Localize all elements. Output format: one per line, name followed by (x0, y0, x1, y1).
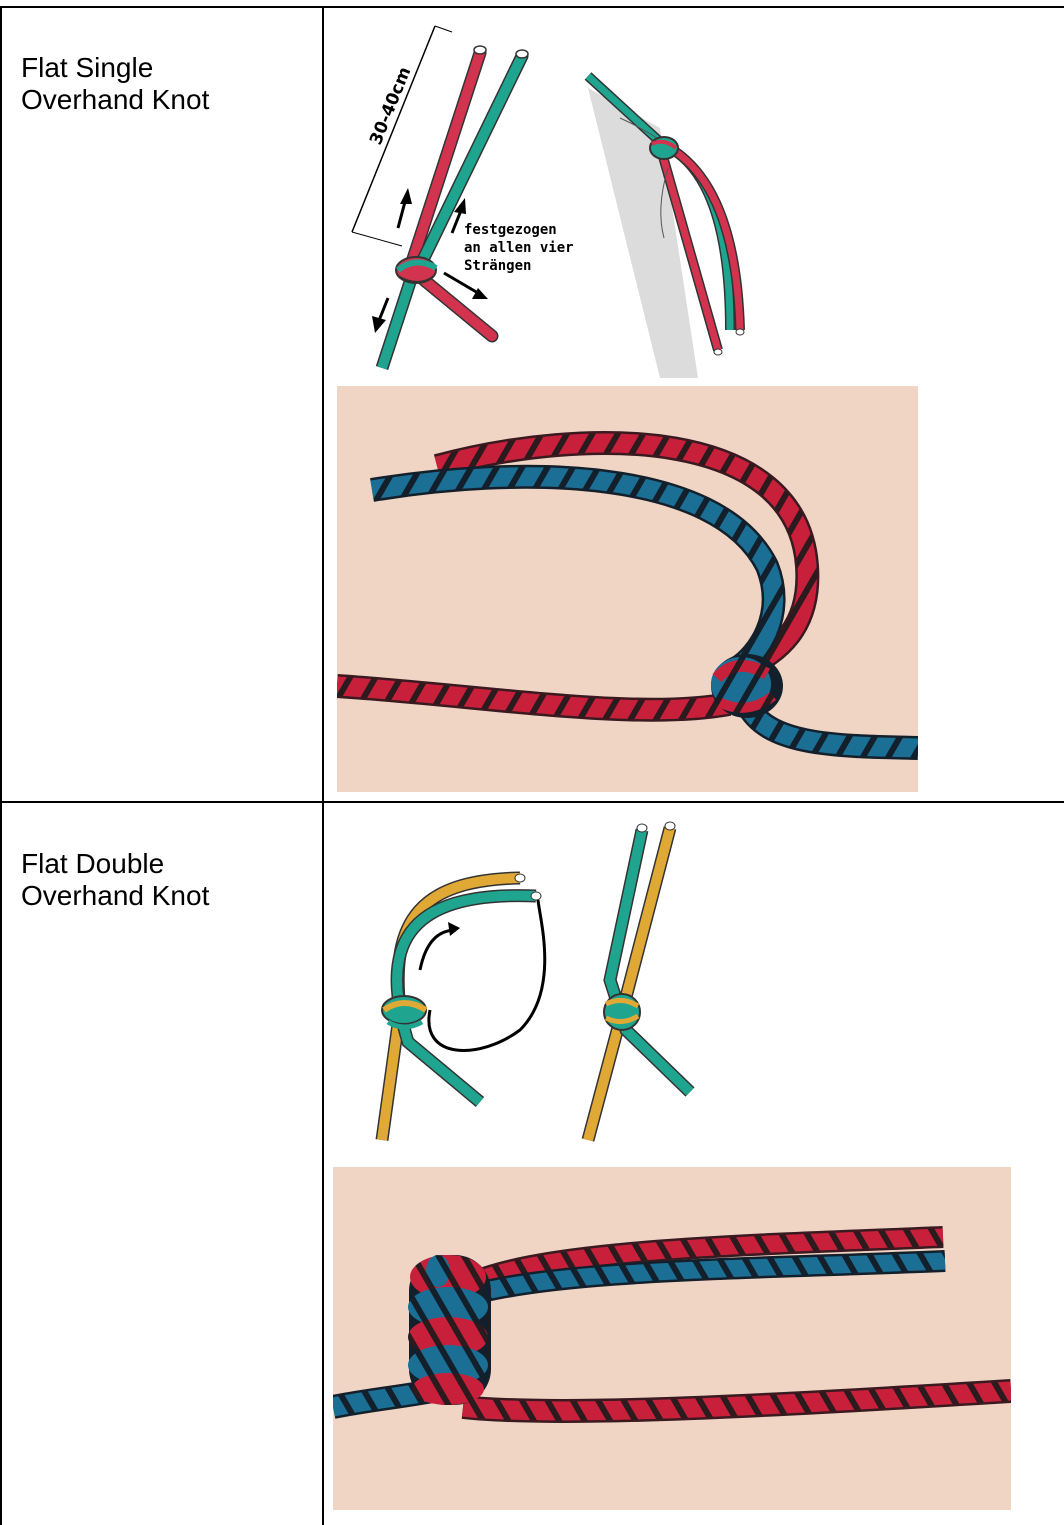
table-top-border (0, 6, 1064, 8)
note-line-1: festgezogen (464, 222, 557, 238)
knot-title-flat-single: Flat Single Overhand Knot (21, 52, 209, 116)
tying-diagram-double-tightened (570, 820, 730, 1150)
tying-diagram-double (360, 810, 570, 1150)
tying-diagram-single: 30-40cm (340, 18, 590, 378)
photo-flat-single-overhand-knot (337, 386, 918, 792)
note-line-2: an allen vier (464, 240, 574, 256)
column-divider (322, 6, 324, 1525)
table-left-border (0, 6, 2, 1525)
note-line-3: Strängen (464, 258, 531, 274)
knot-title-flat-double: Flat Double Overhand Knot (21, 848, 209, 912)
photo-flat-double-overhand-knot (333, 1167, 1011, 1510)
tying-diagram-edge (580, 68, 750, 378)
row-divider (0, 801, 1064, 803)
svg-text:festgezogen an allen v: festgezogen an allen vier Strängen (464, 222, 582, 274)
